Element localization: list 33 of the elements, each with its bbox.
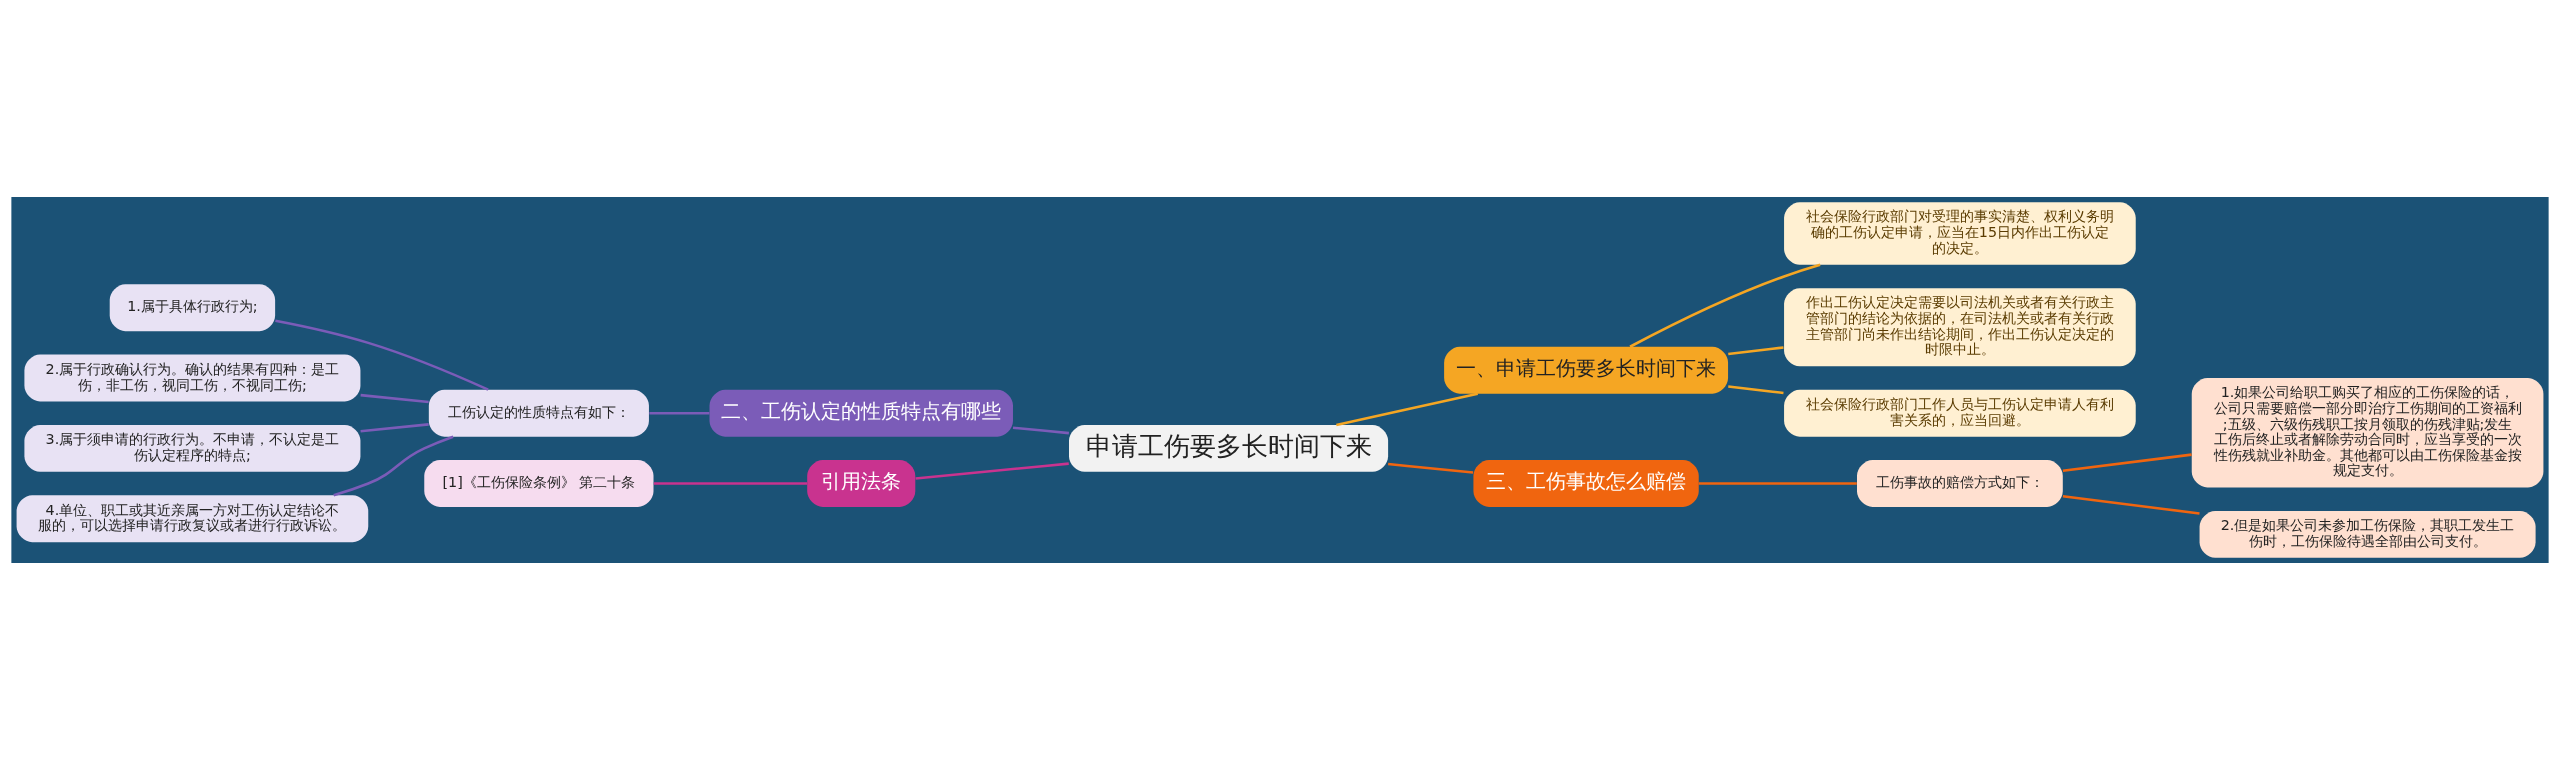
node-box: 三、工伤事故怎么赔偿 — [1473, 459, 1699, 507]
node-box: 2.但是如果公司未参加工伤保险，其职工发生工伤时，工伤保险待遇全部由公司支付。 — [2199, 510, 2536, 558]
node-box: 2.属于行政确认行为。确认的结果有四种：是工伤，非工伤，视同工伤，不视同工伤; — [24, 354, 361, 401]
connector — [1388, 462, 1474, 474]
connector — [1698, 481, 1857, 485]
connector — [360, 422, 429, 433]
node-box: 1.属于具体行政行为; — [109, 283, 276, 331]
node-box: 作出工伤认定决定需要以司法机关或者有关行政主管部门的结论为依据的，在司法机关或者有关行政主管部门尚未作出结论期间，作出工伤认定决定的时限中止。 — [1784, 287, 2136, 366]
node-box: 申请工伤要多长时间下来 — [1069, 424, 1389, 472]
connector — [915, 461, 1069, 480]
connector — [1629, 263, 1821, 348]
connector — [2062, 494, 2200, 515]
node-box: 引用法条 — [807, 459, 916, 507]
connector — [1728, 384, 1784, 394]
node-box: [1]《工伤保险条例》 第二十条 — [424, 459, 654, 507]
connector — [1728, 345, 1784, 355]
node-box: 一、申请工伤要多长时间下来 — [1444, 346, 1729, 394]
connector — [653, 481, 808, 485]
node-box: 1.如果公司给职工购买了相应的工伤保险的话，公司只需要赔偿一部分即治疗工伤期间的工资福利;五级、六级伤残职工按月领取的伤残津贴;发生工伤后终止或者解除劳动合同时，应当享受的一次性伤残就业补助金。其他都可以由工伤保险基金按规定支付。 — [2191, 377, 2544, 487]
connector — [1012, 425, 1069, 434]
node-box: 二、工伤认定的性质特点有哪些 — [709, 389, 1013, 437]
connector — [360, 393, 429, 403]
node-box: 社会保险行政部门工作人员与工伤认定申请人有利害关系的，应当回避。 — [1784, 389, 2136, 437]
node-box: 社会保险行政部门对受理的事实清楚、权利义务明确的工伤认定申请，应当在15日内作出工伤认定的决定。 — [1784, 201, 2136, 265]
node-box: 3.属于须申请的行政行为。不申请，不认定是工伤认定程序的特点; — [24, 424, 361, 472]
connector — [333, 435, 454, 496]
connector — [649, 411, 710, 414]
node-box: 4.单位、职工或其近亲属一方对工伤认定结论不服的，可以选择申请行政复议或者进行行政诉讼。 — [16, 494, 369, 542]
connector — [275, 318, 489, 391]
connector — [2062, 452, 2192, 472]
node-box: 工伤事故的赔偿方式如下： — [1857, 459, 2063, 507]
connector — [1336, 392, 1479, 426]
node-box: 工伤认定的性质特点有如下： — [428, 389, 649, 437]
